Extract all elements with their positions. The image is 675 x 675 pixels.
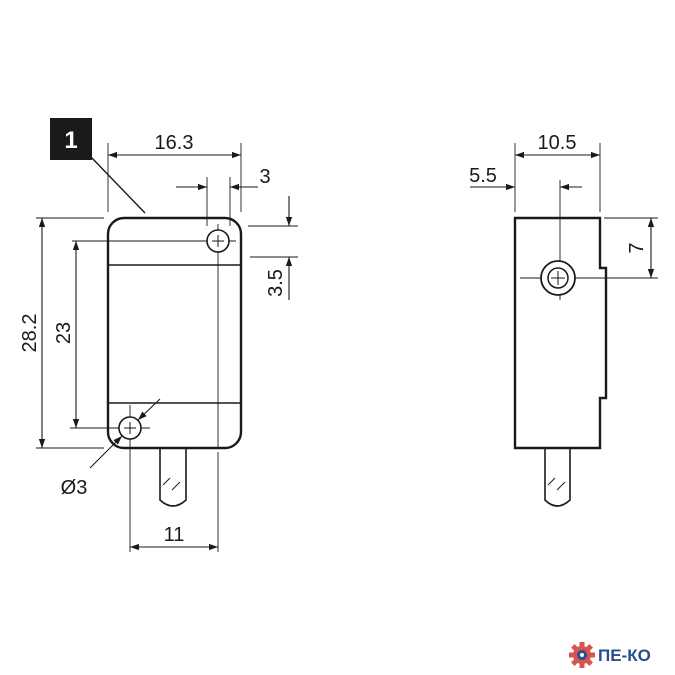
gear-icon (569, 642, 595, 668)
side-housing (513, 216, 608, 450)
logo-text: ПЕ-КО (598, 646, 651, 665)
side-extension-lines (514, 143, 658, 219)
callout-box (50, 118, 92, 160)
dim-depth-overall: 10.5 (538, 132, 577, 154)
front-housing (106, 216, 243, 450)
side-hole (540, 260, 576, 296)
logo: ПЕ-КО (569, 642, 651, 668)
dim-hole-offset-top: 3.5 (265, 269, 287, 297)
dim-hole-offset-side: 5.5 (469, 165, 497, 187)
front-view (36, 143, 298, 552)
dim-height-overall: 28.2 (19, 314, 41, 353)
dim-hole-offset-right: 3 (259, 166, 270, 188)
dim-cable-offset: 11 (164, 524, 185, 546)
side-cable (544, 448, 571, 507)
callout-label: 1 (64, 127, 77, 154)
front-hole-top (206, 229, 230, 253)
dim-hole-diameter: Ø3 (61, 477, 88, 499)
dim-leader-hole-diameter (89, 398, 161, 469)
front-hole-bottom (118, 416, 142, 440)
side-view (470, 143, 658, 507)
dim-width-overall: 16.3 (155, 132, 194, 154)
dim-hole-spacing: 23 (53, 322, 75, 344)
dim-side-hole-offset-top: 7 (626, 242, 648, 253)
front-cable (159, 448, 187, 507)
callout-leader (89, 155, 146, 214)
